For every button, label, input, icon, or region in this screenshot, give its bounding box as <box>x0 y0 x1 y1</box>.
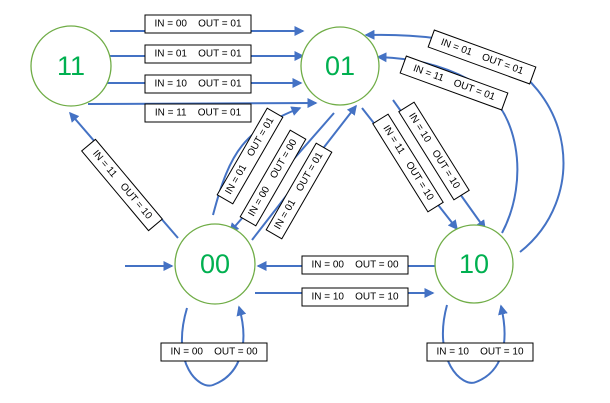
label-text: IN = 10 OUT = 10 <box>311 292 399 303</box>
label-11-01-in01: IN = 01 OUT = 01 <box>144 44 252 64</box>
state-10[interactable]: 10 <box>434 224 514 304</box>
state-01-label: 01 <box>325 51 355 81</box>
state-11[interactable]: 11 <box>30 25 112 107</box>
state-01[interactable]: 01 <box>300 26 380 106</box>
label-text: IN = 01 OUT = 01 <box>154 49 242 60</box>
label-text: IN = 10 OUT = 10 <box>436 347 524 358</box>
label-10-self: IN = 10 OUT = 10 <box>426 342 534 362</box>
label-text: IN = 10 OUT = 01 <box>154 79 242 90</box>
label-text: IN = 11 OUT = 01 <box>155 108 242 119</box>
label-text: IN = 11 OUT = 01 <box>412 63 497 103</box>
label-text: IN = 00 OUT = 00 <box>311 260 399 271</box>
label-11-01-in10: IN = 10 OUT = 01 <box>144 74 252 94</box>
label-00-11-in11: IN = 11 OUT = 10 <box>80 138 164 232</box>
state-11-label: 11 <box>57 51 85 81</box>
label-11-01-in00: IN = 00 OUT = 01 <box>144 14 252 34</box>
label-00-self: IN = 00 OUT = 00 <box>160 342 268 362</box>
state-00[interactable]: 00 <box>174 223 256 305</box>
state-00-label: 00 <box>200 249 230 279</box>
label-10-00-in00: IN = 00 OUT = 00 <box>301 255 409 275</box>
label-text: IN = 11 OUT = 10 <box>90 148 154 222</box>
label-text: IN = 00 OUT = 00 <box>170 347 258 358</box>
state-10-label: 10 <box>459 249 489 279</box>
label-00-10-in10: IN = 10 OUT = 10 <box>301 287 409 307</box>
label-text: IN = 00 OUT = 01 <box>154 19 242 30</box>
label-11-01-in11: IN = 11 OUT = 01 <box>144 103 252 123</box>
